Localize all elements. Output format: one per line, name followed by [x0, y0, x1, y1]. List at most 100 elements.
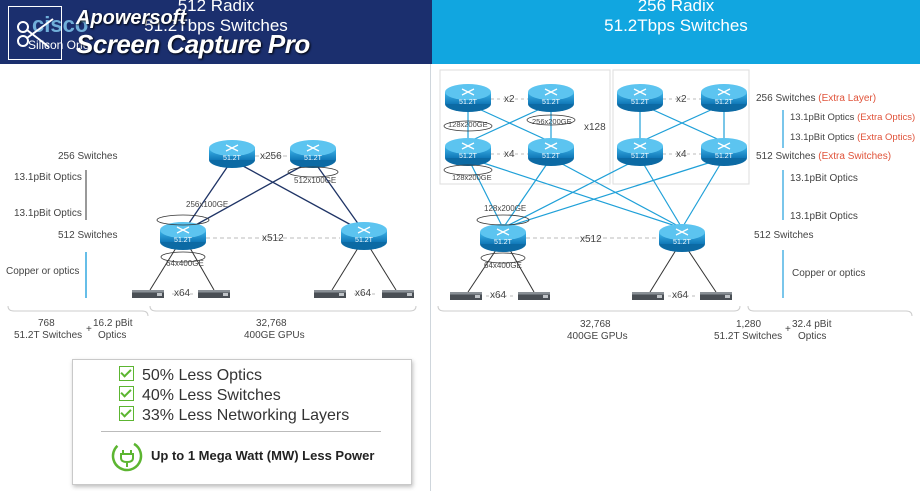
- watermark: cisco Silicon One Apowersoft Screen Capt…: [4, 4, 334, 60]
- right-pod1-mid-router-1: [444, 137, 492, 167]
- right-leaf-downlink: 64x400GE: [484, 261, 522, 270]
- right-leaf-router-1: [479, 223, 527, 253]
- left-total-optics-label: Optics: [98, 330, 127, 341]
- left-total-gpus-label: 400GE GPUs: [244, 330, 305, 341]
- checkbox-icon: [119, 406, 134, 421]
- router-label: 51.2T: [673, 239, 692, 246]
- left-total-plus: +: [86, 324, 92, 335]
- left-server-count-2: x64: [355, 288, 372, 299]
- watermark-line2: Screen Capture Pro: [76, 29, 310, 59]
- right-server-count-2: x64: [672, 290, 689, 301]
- left-label-leaf-switches: 512 Switches: [58, 230, 118, 241]
- left-links: [182, 159, 365, 233]
- benefit-item-layers: 33% Less Networking Layers: [119, 406, 349, 425]
- right-pod2-top-router-2: [700, 83, 748, 113]
- router-label: 51.2T: [542, 99, 561, 106]
- right-label-copper: Copper or optics: [792, 268, 866, 279]
- left-spine-count: x256: [260, 151, 282, 162]
- left-server-1: [132, 290, 164, 298]
- right-label-opt2: 13.1pBit Optics (Extra Optics): [790, 132, 916, 143]
- left-label-optics-lower: 13.1pBit Optics: [14, 208, 82, 219]
- left-label-copper: Copper or optics: [6, 266, 80, 277]
- left-downlink: 64x400GE: [166, 259, 204, 268]
- header-left-title: 512 Radix: [177, 0, 255, 15]
- router-label: 51.2T: [631, 99, 650, 106]
- power-savings-text: Up to 1 Mega Watt (MW) Less Power: [151, 448, 375, 463]
- right-server-3: [632, 292, 664, 300]
- left-leaf-router-2: [340, 221, 388, 251]
- right-pod1-top-router-1: [444, 83, 492, 113]
- right-label-256: 256 Switches (Extra Layer): [756, 93, 877, 104]
- router-label: 51.2T: [494, 239, 513, 246]
- right-pod-link-b: 256x200GE: [532, 117, 572, 126]
- checkbox-icon: [119, 366, 134, 381]
- router-label: 51.2T: [355, 237, 374, 244]
- header-right-subtitle: 51.2Tbps Switches: [604, 16, 748, 35]
- cisco-logo: cisco: [32, 12, 89, 37]
- left-uplink-spine: 512x100GE: [294, 176, 337, 185]
- right-pod2-mid-router-1: [616, 137, 664, 167]
- left-total-switches-label: 51.2T Switches: [14, 330, 83, 341]
- left-total-optics-num: 16.2 pBit: [93, 318, 133, 329]
- right-pod2-mid-router-2: [700, 137, 748, 167]
- left-server-2: [198, 290, 230, 298]
- right-leaf-router-2: [658, 223, 706, 253]
- header-right-title: 256 Radix: [637, 0, 715, 15]
- right-total-optics-label: Optics: [798, 331, 827, 342]
- right-label-opt4: 13.1pBit Optics: [790, 211, 858, 222]
- header-left: 512 Radix 51.2Tbps Switches: [0, 0, 432, 64]
- left-label-optics-upper: 13.1pBit Optics: [14, 172, 82, 183]
- scissors-icon: [8, 6, 62, 60]
- right-server-count-1: x64: [490, 290, 507, 301]
- right-label-opt3: 13.1pBit Optics: [790, 173, 858, 184]
- right-server-4: [700, 292, 732, 300]
- left-server-4: [382, 290, 414, 298]
- router-label: 51.2T: [174, 237, 193, 244]
- benefits-divider: [101, 431, 381, 432]
- right-total-optics-num: 32.4 pBit: [792, 319, 832, 330]
- right-leaf-count: x512: [580, 234, 602, 245]
- watermark-line1: Apowersoft: [76, 7, 186, 29]
- right-total-switches-num: 1,280: [736, 319, 762, 330]
- right-leaf-uplink: 128x200GE: [484, 204, 527, 213]
- right-label-512b: 512 Switches: [754, 230, 814, 241]
- right-server-2: [518, 292, 550, 300]
- left-total-gpus-num: 32,768: [256, 318, 287, 329]
- router-label: 51.2T: [223, 155, 242, 162]
- router-label: 51.2T: [715, 99, 734, 106]
- benefit-item-optics: 50% Less Optics: [119, 366, 262, 385]
- left-spine-router-1: [208, 139, 256, 169]
- right-mid-count-a: x4: [504, 149, 515, 160]
- router-label: 51.2T: [715, 153, 734, 160]
- power-plug-icon: [111, 440, 143, 472]
- right-total-gpus-num: 32,768: [580, 319, 611, 330]
- left-total-switches-num: 768: [38, 318, 55, 329]
- right-pod-link-c: 128x200GE: [452, 173, 492, 182]
- right-mid-count-b: x4: [676, 149, 687, 160]
- router-label: 51.2T: [304, 155, 323, 162]
- left-uplink-leaf: 256x100GE: [186, 200, 229, 209]
- left-leaf-router-1: [159, 221, 207, 251]
- right-pod1-mid-router-2: [527, 137, 575, 167]
- right-total-switches-label: 51.2T Switches: [714, 331, 783, 342]
- panel-divider: [430, 64, 431, 491]
- right-pod-link-a: 128x200GE: [448, 120, 488, 129]
- right-pod2-top-router-1: [616, 83, 664, 113]
- right-top-count-a: x2: [504, 94, 515, 105]
- benefit-item-switches: 40% Less Switches: [119, 386, 281, 405]
- router-label: 51.2T: [631, 153, 650, 160]
- right-top-count-b: x2: [676, 94, 687, 105]
- right-pod1-top-router-2: [527, 83, 575, 113]
- benefits-box: 50% Less Optics 40% Less Switches 33% Le…: [72, 359, 412, 485]
- router-label: 51.2T: [459, 99, 478, 106]
- left-label-spine-switches: 256 Switches: [58, 151, 118, 162]
- header-left-subtitle: 51.2Tbps Switches: [144, 16, 288, 35]
- right-total-gpus-label: 400GE GPUs: [567, 331, 628, 342]
- header-right: 256 Radix 51.2Tbps Switches: [432, 0, 920, 64]
- left-spine-router-2: [289, 139, 337, 169]
- checkbox-icon: [119, 386, 134, 401]
- left-leaf-count: x512: [262, 233, 284, 244]
- right-label-opt1: 13.1pBit Optics (Extra Optics): [790, 112, 916, 123]
- right-total-plus: +: [785, 324, 791, 335]
